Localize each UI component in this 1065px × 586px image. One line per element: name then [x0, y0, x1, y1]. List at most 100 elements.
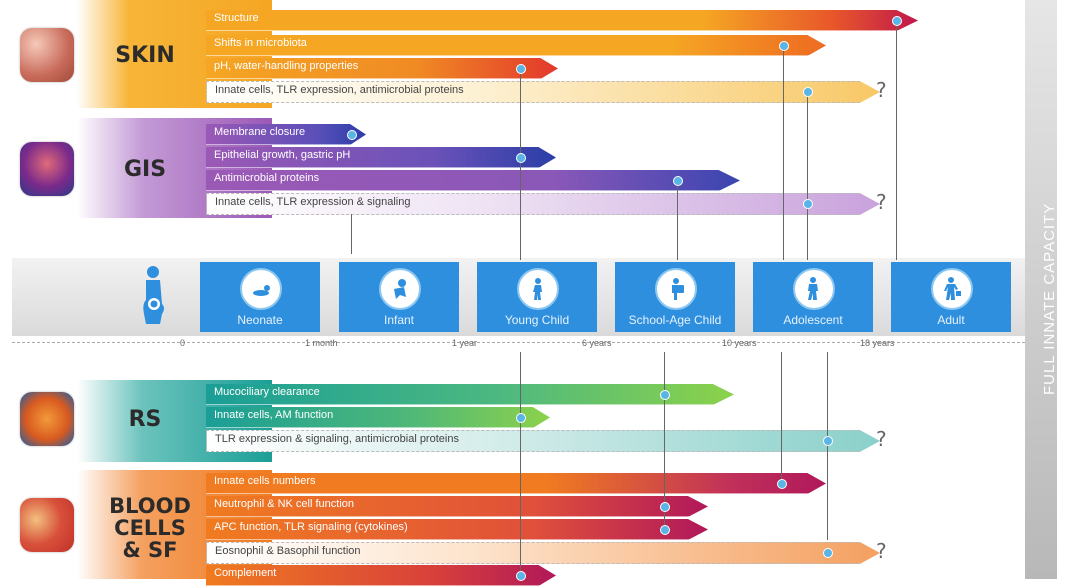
bar-skin-structure: Structure — [206, 10, 918, 31]
milestone-dot — [823, 548, 833, 558]
bar-skin-innate: Innate cells, TLR expression, antimicrob… — [206, 81, 880, 103]
tick-6-years: 6 years — [582, 338, 612, 348]
bar-label: Innate cells, TLR expression, antimicrob… — [215, 84, 464, 96]
connector-line — [520, 352, 521, 579]
skin-label: SKIN — [115, 43, 175, 68]
stage-label: Adult — [937, 313, 965, 327]
bar-blood-complement: Complement — [206, 565, 556, 586]
milestone-dot — [892, 16, 902, 26]
bar-label: APC function, TLR signaling (cytokines) — [214, 521, 408, 533]
stage-young-child: Young Child — [477, 262, 597, 332]
schoolchild-backpack-icon — [655, 268, 697, 310]
bar-label: Neutrophil & NK cell function — [214, 498, 355, 510]
bar-label: Mucociliary clearance — [214, 386, 320, 398]
rs-label: RS — [128, 407, 162, 432]
milestone-dot — [516, 153, 526, 163]
stage-school-age-child: School-Age Child — [615, 262, 735, 332]
blood-cells-icon — [20, 498, 74, 552]
milestone-dot — [803, 199, 813, 209]
bar-gis-innate: Innate cells, TLR expression & signaling — [206, 193, 880, 215]
connector-line — [896, 24, 897, 260]
adult-icon — [931, 268, 973, 310]
connector-line — [807, 204, 808, 260]
stage-adolescent: Adolescent — [753, 262, 873, 332]
bar-label: Innate cells numbers — [214, 475, 316, 487]
milestone-dot — [660, 390, 670, 400]
unknown-marker: ? — [876, 78, 887, 102]
tick-18-years: 18 years — [860, 338, 895, 348]
milestone-dot — [777, 479, 787, 489]
crawling-baby-icon — [240, 268, 282, 310]
connector-line — [677, 180, 678, 260]
bar-label: Structure — [214, 12, 259, 24]
milestone-dot — [516, 571, 526, 581]
gis-label: GIS — [123, 157, 167, 182]
stage-adult: Adult — [891, 262, 1011, 332]
connector-line — [520, 70, 521, 260]
full-capacity-band — [1025, 0, 1057, 579]
milestone-dot — [347, 130, 357, 140]
connector-line — [781, 352, 782, 484]
stomach-icon — [20, 142, 74, 196]
milestone-dot — [516, 413, 526, 423]
blood-label-line: BLOOD — [109, 494, 191, 518]
adolescent-icon — [793, 268, 835, 310]
bar-rs-mucociliary: Mucociliary clearance — [206, 384, 734, 405]
bar-label: Antimicrobial proteins — [214, 172, 320, 184]
toddler-icon — [379, 268, 421, 310]
bar-label: Eosnophil & Basophil function — [215, 545, 361, 557]
bar-label: Shifts in microbiota — [214, 37, 307, 49]
milestone-dot — [516, 64, 526, 74]
blood-label-line: & SF — [122, 538, 178, 563]
bar-blood-eosinophil: Eosnophil & Basophil function — [206, 542, 880, 564]
bar-label: Epithelial growth, gastric pH — [214, 149, 351, 161]
stage-infant: Infant — [339, 262, 459, 332]
milestone-dot — [660, 502, 670, 512]
bar-gis-antimicrobial: Antimicrobial proteins — [206, 170, 740, 191]
bar-label: TLR expression & signaling, antimicrobia… — [215, 433, 459, 445]
bar-label: pH, water-handling properties — [214, 60, 359, 72]
tick-10-years: 10 years — [722, 338, 757, 348]
blood-label-line: CELLS — [114, 516, 186, 541]
bar-blood-apc: APC function, TLR signaling (cytokines) — [206, 519, 708, 540]
milestone-dot — [779, 41, 789, 51]
bar-rs-tlr: TLR expression & signaling, antimicrobia… — [206, 430, 880, 452]
stage-label: Neonate — [237, 313, 283, 327]
age-axis — [12, 342, 1025, 343]
milestone-dot — [823, 436, 833, 446]
stage-label: Adolescent — [783, 313, 843, 327]
tick-1-year: 1 year — [452, 338, 478, 348]
bar-rs-innate-am: Innate cells, AM function — [206, 407, 550, 428]
blood-label: BLOOD CELLS & SF — [90, 495, 210, 561]
stage-label: Infant — [383, 313, 415, 327]
connector-line — [827, 352, 828, 540]
bar-blood-innate-numbers: Innate cells numbers — [206, 473, 826, 494]
bar-skin-ph: pH, water-handling properties — [206, 58, 558, 79]
tick-birth: 0 — [180, 338, 186, 348]
unknown-marker: ? — [876, 427, 887, 451]
pregnant-woman-icon — [138, 264, 168, 328]
bar-gis-membrane: Membrane closure — [206, 124, 366, 145]
bar-skin-microbiota: Shifts in microbiota — [206, 35, 826, 56]
stage-neonate: Neonate — [200, 262, 320, 332]
connector-line — [807, 94, 808, 260]
bar-label: Complement — [214, 567, 277, 579]
skin-tissue-icon — [20, 28, 74, 82]
lungs-icon — [20, 392, 74, 446]
tick-1-month: 1 month — [305, 338, 338, 348]
unknown-marker: ? — [876, 190, 887, 214]
bar-label: Membrane closure — [214, 126, 306, 138]
bar-label: Innate cells, AM function — [214, 409, 334, 421]
connector-line — [783, 48, 784, 260]
connector-line — [351, 214, 352, 254]
stage-label: School-Age Child — [628, 313, 722, 327]
milestone-dot — [803, 87, 813, 97]
connector-line — [664, 352, 665, 526]
milestone-dot — [660, 525, 670, 535]
bar-blood-neutrophil: Neutrophil & NK cell function — [206, 496, 708, 517]
bar-label: Innate cells, TLR expression & signaling — [215, 196, 411, 208]
milestone-dot — [673, 176, 683, 186]
walking-child-icon — [517, 268, 559, 310]
full-capacity-label: FULL INNATE CAPACITY — [1041, 202, 1058, 395]
unknown-marker: ? — [876, 539, 887, 563]
